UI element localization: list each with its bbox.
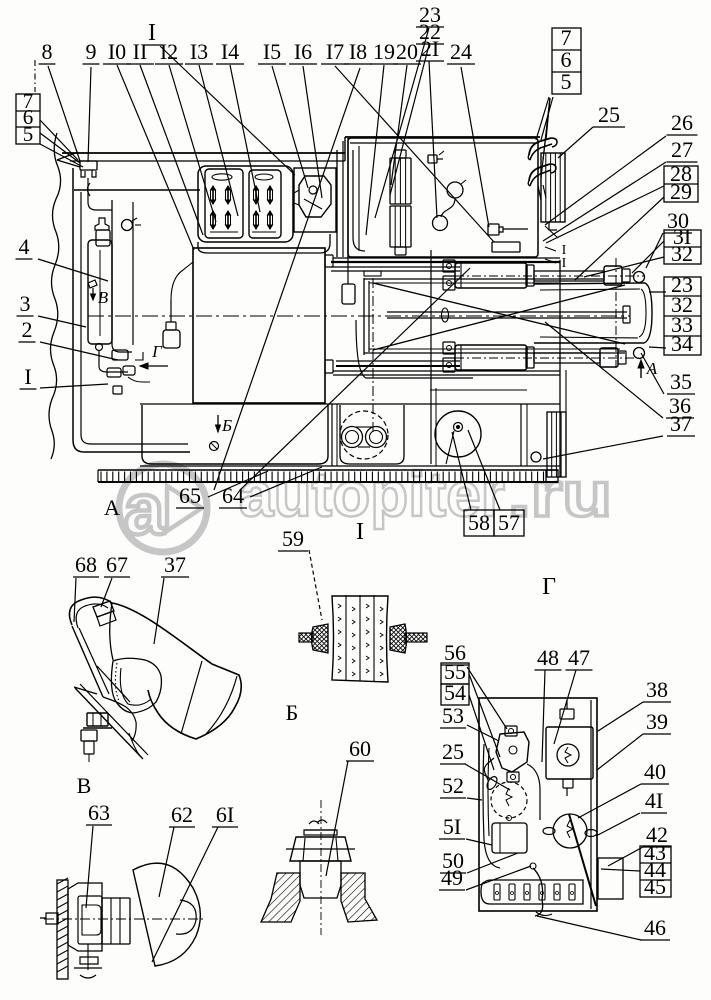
svg-text:47: 47	[568, 645, 590, 670]
svg-text:II: II	[133, 39, 148, 64]
svg-text:45: 45	[644, 874, 666, 899]
svg-text:34: 34	[671, 331, 693, 356]
svg-text:38: 38	[646, 677, 668, 702]
svg-text:60: 60	[349, 736, 371, 761]
svg-text:35: 35	[670, 369, 692, 394]
svg-text:5: 5	[23, 122, 34, 146]
svg-text:48: 48	[537, 645, 559, 670]
svg-text:7: 7	[561, 25, 572, 50]
svg-text:29: 29	[670, 179, 692, 204]
svg-text:8: 8	[42, 39, 53, 64]
svg-text:I7: I7	[326, 39, 344, 64]
svg-text:65: 65	[179, 483, 201, 508]
svg-text:63: 63	[88, 800, 110, 825]
svg-text:52: 52	[442, 773, 464, 798]
svg-text:49: 49	[441, 865, 463, 890]
svg-text:3: 3	[20, 291, 31, 316]
svg-text:56: 56	[444, 640, 466, 665]
svg-text:42: 42	[646, 822, 668, 847]
svg-text:54: 54	[444, 680, 466, 705]
svg-text:6: 6	[23, 105, 34, 129]
svg-text:3I: 3I	[673, 224, 691, 249]
svg-text:68: 68	[75, 552, 97, 577]
svg-text:2: 2	[22, 317, 33, 342]
svg-text:9: 9	[86, 39, 97, 64]
svg-text:28: 28	[670, 161, 692, 186]
svg-text:I: I	[356, 519, 364, 545]
svg-text:32: 32	[671, 292, 693, 317]
svg-text:40: 40	[644, 759, 666, 784]
svg-text:58: 58	[468, 510, 490, 535]
svg-text:43: 43	[644, 840, 666, 865]
svg-text:5I: 5I	[443, 814, 461, 839]
svg-text:4I: 4I	[645, 788, 663, 813]
svg-text:В: В	[77, 773, 92, 798]
svg-text:19: 19	[373, 39, 395, 64]
svg-text:В: В	[98, 288, 109, 307]
svg-text:44: 44	[644, 857, 666, 882]
svg-text:I0: I0	[108, 39, 126, 64]
svg-text:6I: 6I	[216, 802, 234, 827]
svg-text:59: 59	[282, 526, 304, 551]
svg-text:62: 62	[171, 802, 193, 827]
svg-text:5: 5	[561, 69, 572, 94]
svg-text:53: 53	[442, 703, 464, 728]
svg-text:Г: Г	[542, 574, 556, 600]
svg-text:33: 33	[671, 312, 693, 337]
svg-text:39: 39	[646, 709, 668, 734]
svg-text:32: 32	[671, 241, 693, 266]
svg-text:I6: I6	[294, 39, 312, 64]
svg-text:50: 50	[442, 848, 464, 873]
svg-text:23: 23	[419, 2, 441, 27]
svg-text:А: А	[646, 359, 658, 378]
svg-text:I2: I2	[160, 39, 178, 64]
svg-text:7: 7	[23, 89, 34, 113]
svg-text:I: I	[24, 364, 31, 389]
svg-text:22: 22	[419, 19, 441, 44]
svg-text:37: 37	[164, 552, 186, 577]
svg-text:4: 4	[19, 234, 30, 259]
svg-text:26: 26	[671, 110, 693, 135]
svg-text:Б: Б	[286, 700, 299, 725]
svg-text:24: 24	[450, 39, 472, 64]
svg-text:I8: I8	[349, 39, 367, 64]
svg-text:64: 64	[222, 483, 244, 508]
svg-text:I3: I3	[190, 39, 208, 64]
svg-text:55: 55	[444, 659, 466, 684]
svg-text:46: 46	[644, 915, 666, 940]
svg-text:25: 25	[598, 102, 620, 127]
svg-text:Г: Г	[151, 342, 163, 361]
svg-text:I: I	[562, 256, 567, 271]
svg-text:37: 37	[670, 411, 692, 436]
svg-text:57: 57	[498, 510, 520, 535]
svg-text:А: А	[104, 495, 120, 520]
svg-text:I: I	[562, 243, 567, 258]
svg-text:67: 67	[106, 552, 128, 577]
svg-text:6: 6	[561, 47, 572, 72]
svg-text:25: 25	[442, 739, 464, 764]
svg-text:30: 30	[667, 208, 689, 233]
svg-text:20: 20	[396, 39, 418, 64]
svg-text:36: 36	[669, 393, 691, 418]
svg-text:I5: I5	[263, 39, 281, 64]
svg-text:I: I	[148, 20, 156, 46]
svg-text:23: 23	[671, 272, 693, 297]
svg-text:I4: I4	[221, 39, 239, 64]
svg-text:Б: Б	[221, 416, 232, 435]
svg-text:27: 27	[671, 137, 693, 162]
